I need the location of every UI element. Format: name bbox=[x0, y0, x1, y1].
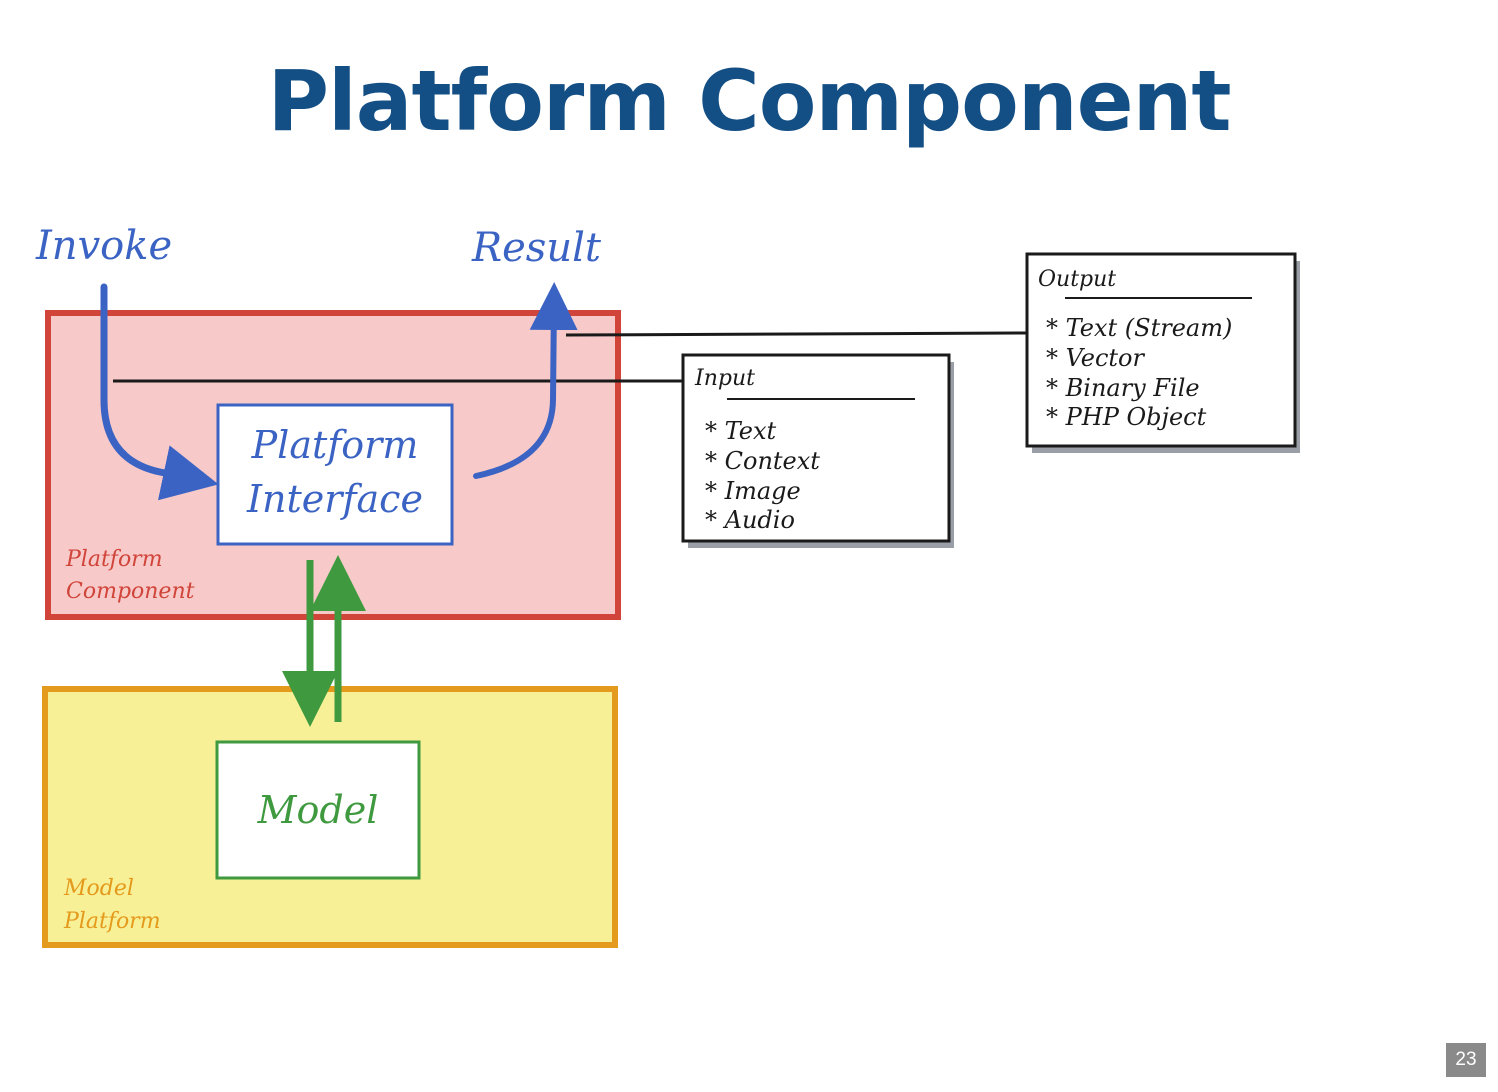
invoke-label: Invoke bbox=[35, 223, 172, 269]
platform-component-label-line2: Component bbox=[66, 579, 195, 604]
result-arrow bbox=[473, 282, 578, 479]
platform-interface-node: Platform Interface bbox=[216, 403, 454, 546]
platform-interface-box bbox=[216, 403, 454, 546]
platform-component-label-line1: Platform bbox=[65, 547, 163, 572]
output-item: * Text (Stream) bbox=[1046, 314, 1232, 342]
page-number-badge: 23 bbox=[1446, 1043, 1486, 1077]
model-node: Model bbox=[215, 740, 421, 880]
model-platform-label-line1: Model bbox=[63, 876, 134, 901]
output-item: * PHP Object bbox=[1046, 403, 1207, 431]
model-platform-label-line2: Platform bbox=[63, 909, 161, 934]
result-label: Result bbox=[471, 225, 602, 271]
output-note-box bbox=[1025, 252, 1297, 448]
input-item: * Text bbox=[705, 417, 777, 445]
output-item: * Binary File bbox=[1046, 374, 1200, 402]
output-item: * Vector bbox=[1046, 344, 1145, 372]
slide-title: Platform Component bbox=[267, 52, 1231, 150]
input-item: * Context bbox=[705, 447, 820, 475]
input-note-title: Input bbox=[694, 366, 755, 391]
model-label: Model bbox=[257, 788, 379, 832]
output-connector-line bbox=[565, 331, 1031, 337]
model-box bbox=[215, 740, 421, 880]
output-note-title: Output bbox=[1038, 267, 1116, 292]
platform-interface-label-line2: Interface bbox=[246, 477, 423, 521]
input-item: * Audio bbox=[705, 506, 795, 534]
input-item: * Image bbox=[705, 477, 801, 505]
input-note: Input * Text * Context * Image * Audio bbox=[681, 353, 954, 548]
output-note: Output * Text (Stream) * Vector * Binary… bbox=[1025, 252, 1300, 453]
platform-interface-label-line1: Platform bbox=[251, 423, 419, 467]
invoke-arrow bbox=[100, 283, 219, 501]
input-note-box bbox=[681, 353, 951, 543]
